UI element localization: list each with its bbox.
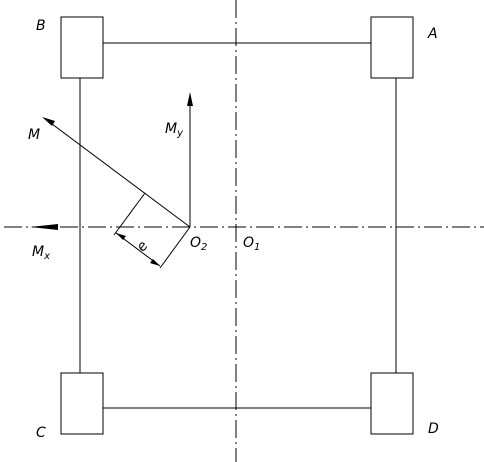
point-o1-base: O xyxy=(243,235,254,251)
corner-label-a: A xyxy=(427,26,438,42)
point-label-o1: O1 xyxy=(243,235,260,253)
moment-my-base: M xyxy=(165,121,177,137)
moment-m-arrowhead xyxy=(42,117,55,126)
moment-my-subscript: y xyxy=(176,128,184,139)
eccentricity-extension-upper xyxy=(113,192,146,236)
point-label-o2: O2 xyxy=(190,235,207,253)
point-o2-base: O xyxy=(190,235,201,251)
eccentricity-arrowhead-end xyxy=(150,259,160,266)
support-pad-d xyxy=(370,372,414,435)
moment-mx-base: M xyxy=(32,244,44,260)
moment-label-my: My xyxy=(165,121,184,139)
support-pad-b xyxy=(60,16,104,79)
support-pad-c xyxy=(60,372,104,435)
moment-vector-m xyxy=(43,117,191,228)
point-o2-subscript: 2 xyxy=(201,242,207,253)
moment-mx-arrowhead xyxy=(30,224,58,230)
corner-label-b: B xyxy=(36,18,46,34)
corner-label-d: D xyxy=(428,421,439,437)
eccentricity-extension-lower xyxy=(159,226,191,269)
eccentricity-label: e xyxy=(134,238,152,255)
moment-label-m: M xyxy=(28,127,40,143)
support-pad-a xyxy=(370,16,414,79)
moment-my-arrowhead xyxy=(187,92,193,106)
moment-label-mx: Mx xyxy=(32,244,50,262)
moment-mx-subscript: x xyxy=(43,251,50,262)
point-o1-subscript: 1 xyxy=(254,242,260,253)
eccentricity-arrowhead-start xyxy=(116,233,126,240)
corner-label-c: C xyxy=(36,425,46,441)
